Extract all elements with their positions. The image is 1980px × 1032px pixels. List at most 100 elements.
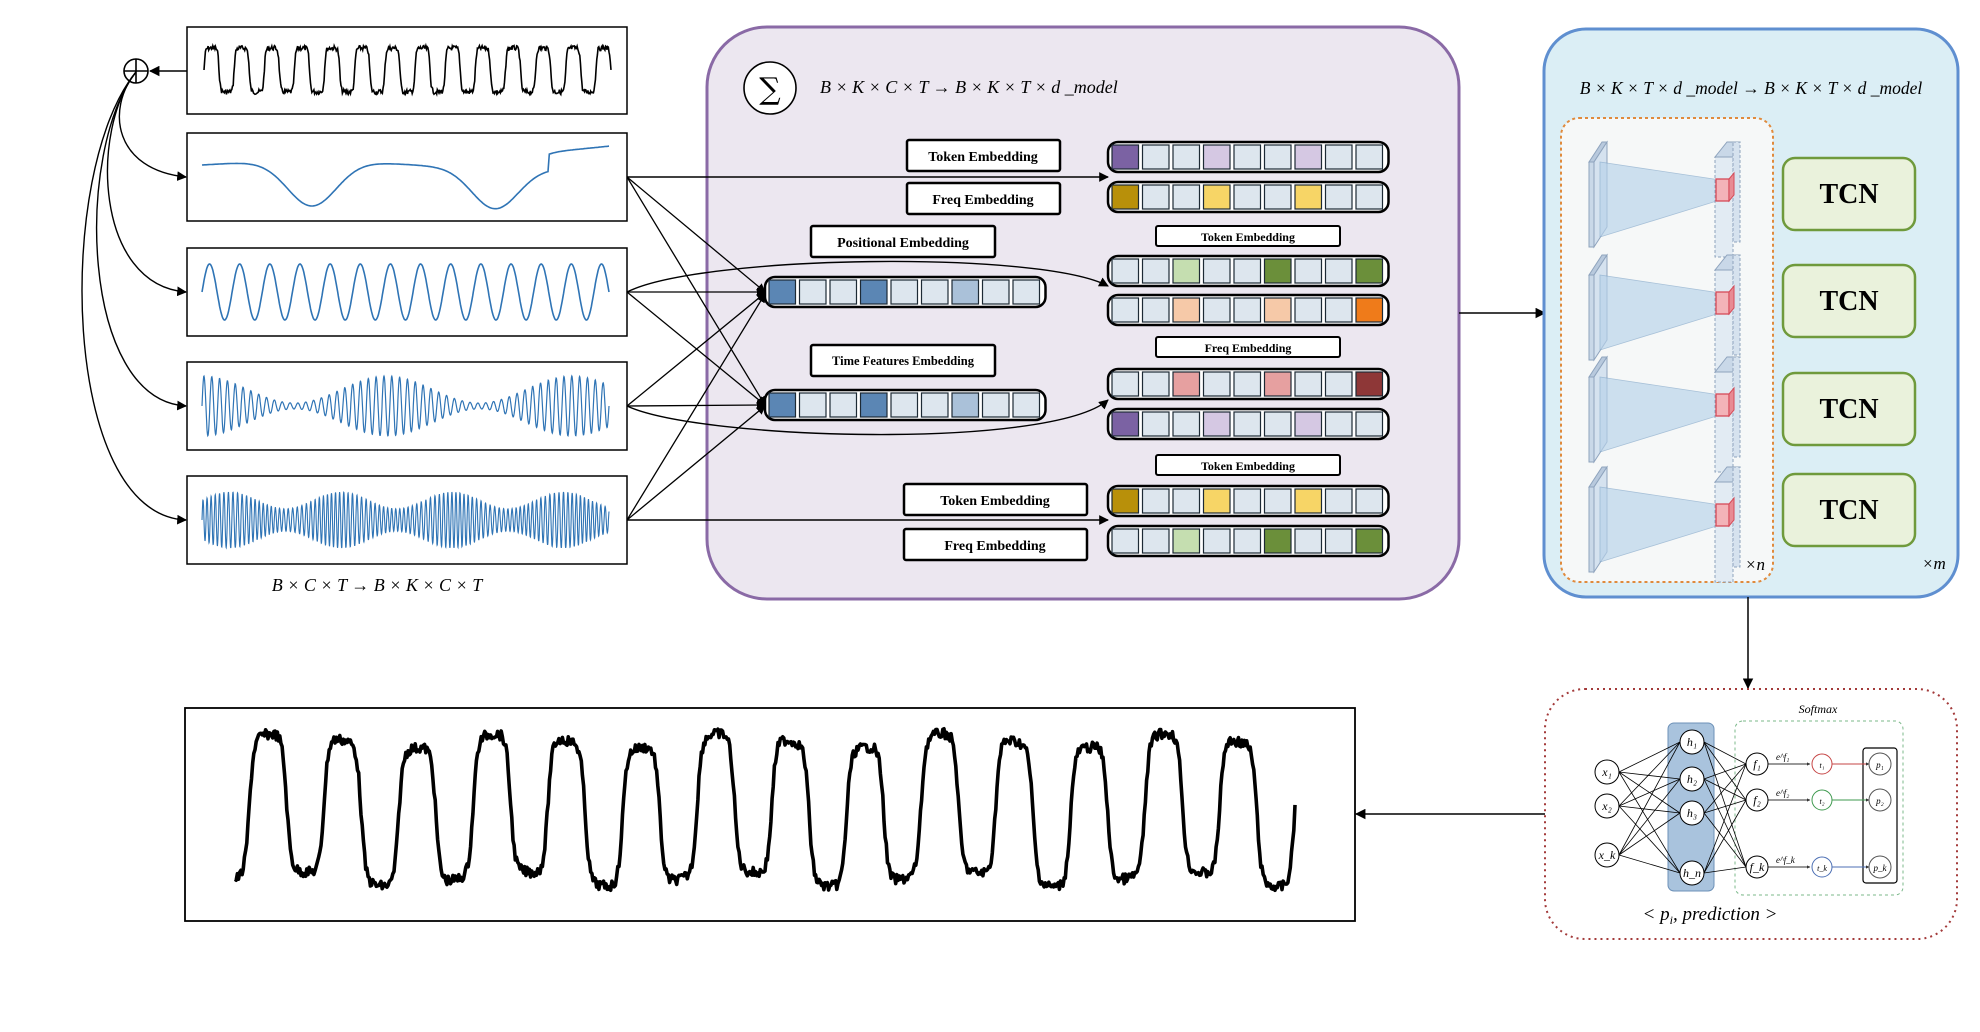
- token-cell: [1172, 488, 1201, 514]
- token-row-1: [1106, 140, 1390, 174]
- fan-arrows: [626, 176, 766, 521]
- hidden-node: [1679, 800, 1705, 826]
- nn-edge: [1618, 741, 1681, 773]
- token-cell: [1324, 411, 1353, 437]
- p-node: [1868, 788, 1892, 812]
- token-row-4: [1106, 293, 1390, 327]
- svg-text:∑: ∑: [759, 72, 781, 107]
- nn-edge: [1618, 778, 1681, 856]
- token-cell: [1012, 392, 1041, 418]
- nn-edge: [1703, 799, 1747, 874]
- token-cell: [1324, 297, 1353, 323]
- token-cell: [829, 279, 858, 305]
- token-cell: [1202, 488, 1231, 514]
- seasonal-2-signal-line: [201, 374, 610, 438]
- tcn-label: TCN: [1819, 286, 1878, 317]
- p-node-label: p₂: [1875, 796, 1884, 806]
- output-plot: [184, 707, 1356, 922]
- token-cell: [1263, 184, 1292, 210]
- token-cell: [1263, 411, 1292, 437]
- arrow-positional-to-row-3: [626, 260, 1109, 293]
- hidden-node-label: h_n: [1683, 866, 1701, 880]
- p-node: [1868, 855, 1892, 879]
- token-cell: [1233, 184, 1262, 210]
- token-cell: [1141, 528, 1170, 554]
- token-cell: [1141, 258, 1170, 284]
- prediction-output-label: < pi, prediction >: [1643, 904, 1778, 927]
- token-cell: [1263, 488, 1292, 514]
- token-cell: [1233, 411, 1262, 437]
- hidden-node: [1679, 766, 1705, 792]
- f-node-label: f_k: [1750, 860, 1765, 874]
- token-cell: [890, 279, 919, 305]
- token-cell: [1233, 144, 1262, 170]
- f-node: [1745, 855, 1769, 879]
- token-cell: [920, 279, 949, 305]
- token-cell: [798, 392, 827, 418]
- token-cell: [1324, 258, 1353, 284]
- hidden-node-label: h₁: [1687, 735, 1697, 749]
- token-cell: [890, 392, 919, 418]
- token-cell: [1111, 144, 1140, 170]
- token-cell: [1172, 411, 1201, 437]
- token-cell: [1294, 184, 1323, 210]
- token-cell: [1324, 528, 1353, 554]
- token-cell: [1263, 528, 1292, 554]
- p-node: [1868, 752, 1892, 776]
- token-cell: [1141, 184, 1170, 210]
- token-cell: [1355, 528, 1384, 554]
- token-row-2: [1106, 180, 1390, 214]
- token-cell: [1355, 184, 1384, 210]
- nn-edge: [1703, 799, 1747, 814]
- token-row-3: [1106, 254, 1390, 288]
- label-freq-embedding-1: Freq Embedding: [905, 181, 1062, 216]
- token-row-5: [1106, 367, 1390, 401]
- hidden-node-label: h₂: [1687, 772, 1697, 786]
- t-node: [1811, 753, 1833, 775]
- nn-edge: [1703, 741, 1747, 868]
- token-cell: [1233, 258, 1262, 284]
- hidden-node: [1679, 860, 1705, 886]
- token-cell: [1324, 184, 1353, 210]
- nn-edge: [1703, 763, 1747, 780]
- t-node-label: t₁: [1819, 761, 1824, 770]
- token-cell: [1202, 144, 1231, 170]
- token-row-7: [1106, 484, 1390, 518]
- token-cell: [920, 392, 949, 418]
- token-cell: [1202, 411, 1231, 437]
- nn-edge: [1618, 741, 1681, 807]
- token-cell: [859, 279, 888, 305]
- tcn-formula: B × K × T × d _model → B × K × T × d _mo…: [1580, 78, 1923, 98]
- token-cell: [1263, 144, 1292, 170]
- conv-kernel-icon: [1588, 355, 1741, 473]
- signal-box-trend: [186, 132, 628, 222]
- token-cell: [981, 279, 1010, 305]
- token-cell: [1141, 488, 1170, 514]
- token-cell: [768, 392, 797, 418]
- token-cell: [1111, 297, 1140, 323]
- input-node-label: x₂: [1601, 799, 1612, 813]
- tcn-panel: B × K × T × d _model → B × K × T × d _mo…: [1542, 27, 1960, 599]
- repeat-m-label: ×m: [1922, 554, 1946, 573]
- token-cell: [1111, 371, 1140, 397]
- arrow-plus-to-seasonal-2: [95, 71, 187, 411]
- token-cell: [1172, 258, 1201, 284]
- token-cell: [1233, 371, 1262, 397]
- svg-text:Token Embedding: Token Embedding: [1201, 459, 1295, 473]
- token-cell: [1111, 528, 1140, 554]
- softmax-panel-bg: [1544, 688, 1958, 940]
- time-features-token-row: [763, 388, 1047, 422]
- token-row-6: [1106, 407, 1390, 441]
- token-cell: [1172, 528, 1201, 554]
- embedding-formula: B × K × C × T → B × K × T × d _model: [820, 77, 1118, 97]
- label-token-embedding-1: Token Embedding: [905, 138, 1062, 173]
- token-cell: [1202, 297, 1231, 323]
- t-node-label: t_k: [1817, 864, 1827, 873]
- token-cell: [1141, 297, 1170, 323]
- token-cell: [768, 279, 797, 305]
- arrow-plus-to-seasonal-1: [106, 71, 187, 297]
- tcn-label: TCN: [1819, 394, 1878, 425]
- token-cell: [1012, 279, 1041, 305]
- neural-network: x₁x₂x_kh₁h₂h₃h_nf₁f₂f_kt₁t₂t_kp₁p₂p_ke^f…: [1594, 720, 1904, 896]
